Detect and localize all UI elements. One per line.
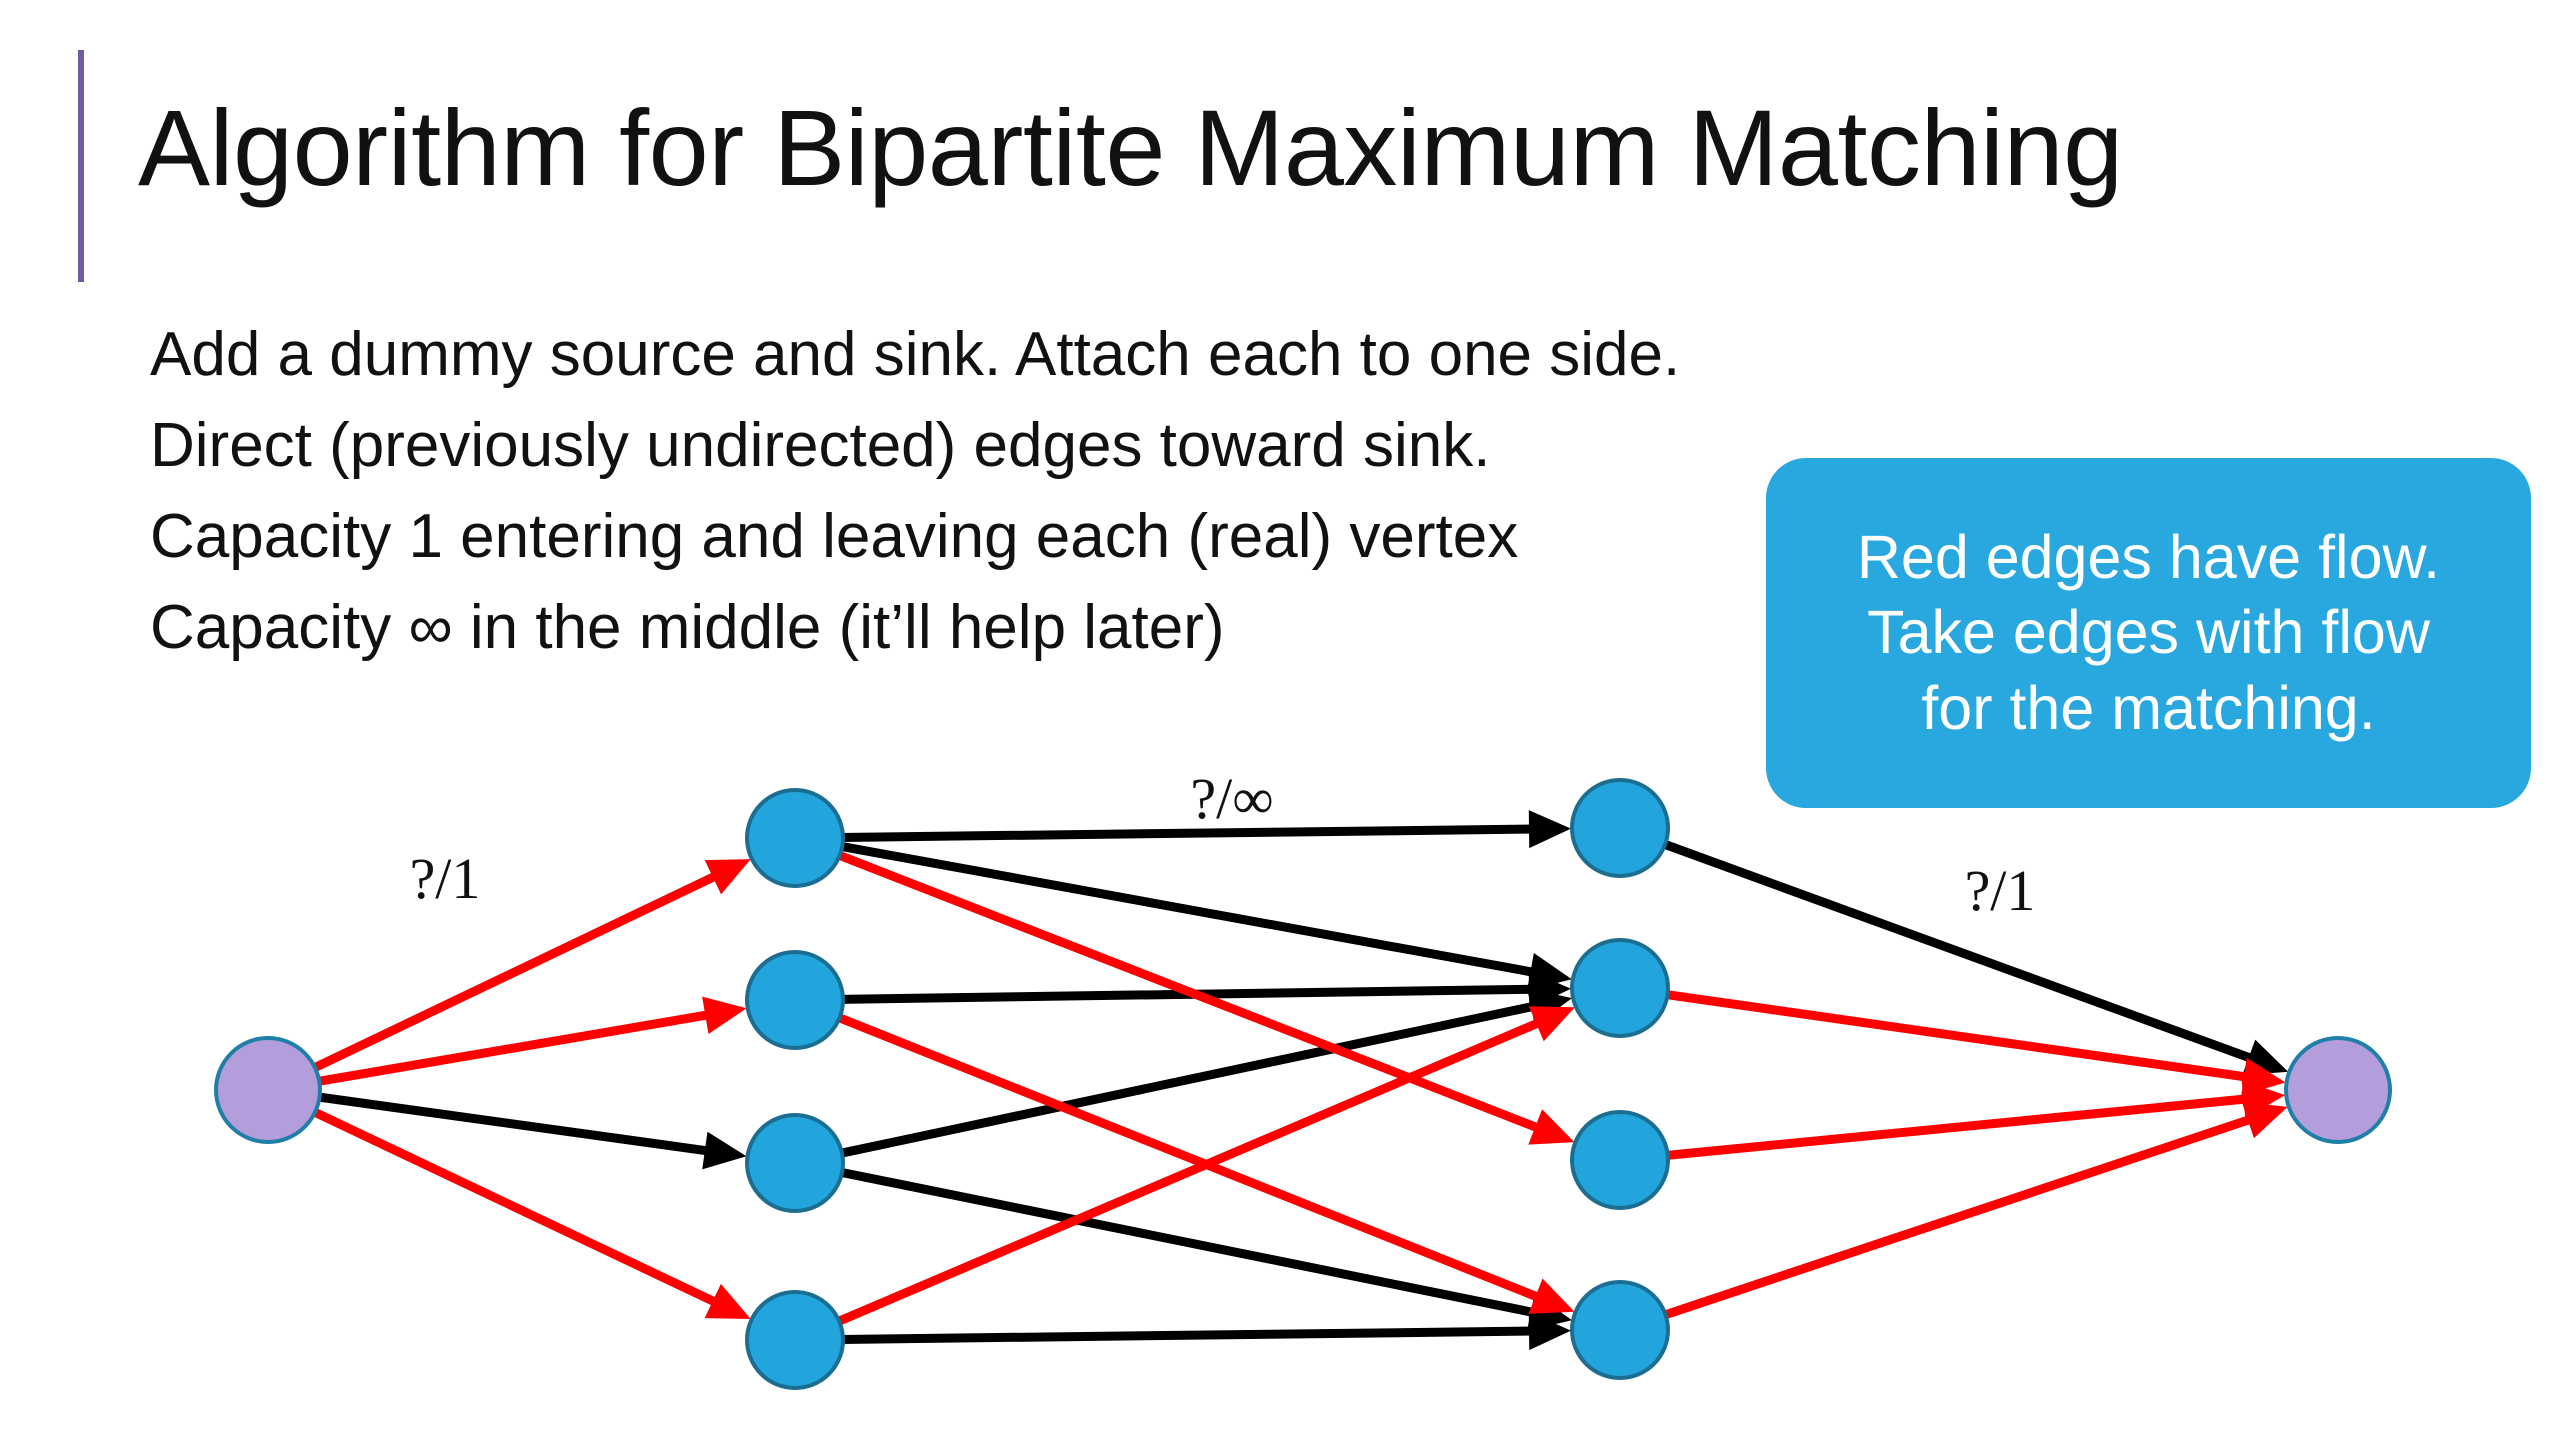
edge-arrowhead (2241, 1102, 2288, 1139)
edge-shaft (835, 1017, 1544, 1327)
graph-node-R2[interactable] (1570, 938, 1670, 1038)
edge-R1-to-t (1661, 839, 2289, 1076)
body-line-4: Capacity ∞ in the middle (it’ll help lat… (150, 593, 1225, 663)
edge-R2-to-t (1664, 990, 2286, 1096)
edge-arrowhead (1528, 1312, 1572, 1351)
graph-node-t[interactable] (2284, 1036, 2392, 1144)
body-line-3: Capacity 1 entering and leaving each (re… (150, 502, 1519, 572)
edge-L1-to-R1 (840, 810, 1572, 849)
edges-layer (311, 810, 2289, 1351)
body-text-block: Add a dummy source and sink. Attach each… (150, 318, 2050, 683)
label-sink-capacity: ?/1 (1965, 858, 2036, 923)
edge-L1-to-R2 (839, 841, 1572, 991)
edge-shaft (839, 1001, 1538, 1158)
callout-box: Red edges have flow. Take edges with flo… (1766, 458, 2531, 808)
edge-shaft (316, 1009, 712, 1087)
edge-shaft (839, 841, 1538, 978)
graph-node-L2[interactable] (745, 950, 845, 1050)
edge-shaft (311, 1107, 721, 1308)
edge-arrowhead (1527, 953, 1572, 991)
edge-arrowhead (2241, 1057, 2286, 1096)
title-block: Algorithm for Bipartite Maximum Matching (78, 40, 2378, 285)
edge-arrowhead (704, 1283, 751, 1319)
edge-shaft (311, 870, 721, 1073)
edge-shaft (1665, 1094, 2250, 1161)
edge-arrowhead (1527, 988, 1573, 1026)
edge-arrowhead (1528, 1278, 1575, 1314)
edge-s-to-L4 (311, 1107, 751, 1319)
callout-line-2: Take edges with flow (1867, 598, 2430, 667)
graph-node-L1[interactable] (745, 788, 845, 888)
edge-R3-to-t (1665, 1080, 2286, 1161)
edge-s-to-L2 (316, 996, 747, 1087)
edge-arrowhead (1527, 1293, 1572, 1331)
graph-node-R4[interactable] (1570, 1280, 1670, 1380)
label-middle-capacity: ?/∞ (1190, 766, 1273, 831)
edge-arrowhead (1528, 1109, 1575, 1145)
graph-node-R3[interactable] (1570, 1110, 1670, 1210)
body-line-1: Add a dummy source and sink. Attach each… (150, 320, 1681, 389)
page-title: Algorithm for Bipartite Maximum Matching (138, 87, 2123, 208)
edge-shaft (1662, 1113, 2256, 1320)
graph-node-R1[interactable] (1570, 778, 1670, 878)
edge-R4-to-t (1662, 1102, 2288, 1320)
edge-shaft (1661, 839, 2256, 1064)
edge-s-to-L1 (311, 859, 751, 1073)
edge-shaft (836, 1012, 1543, 1303)
edge-L3-to-R4 (839, 1167, 1572, 1331)
edge-shaft (840, 824, 1536, 842)
callout-line-3: for the matching. (1921, 673, 2376, 742)
edge-L3-to-R2 (839, 988, 1573, 1158)
edge-shaft (1664, 990, 2251, 1082)
graph-node-L3[interactable] (745, 1113, 845, 1213)
edge-L2-to-R2 (840, 970, 1572, 1009)
edge-arrowhead (2242, 1039, 2289, 1076)
label-source-capacity: ?/1 (410, 846, 481, 911)
edge-arrowhead (702, 996, 747, 1035)
edge-L4-to-R2 (835, 1006, 1575, 1327)
edge-arrowhead (1528, 1006, 1575, 1042)
edge-shaft (839, 1167, 1538, 1318)
edge-shaft (836, 850, 1543, 1134)
edge-L4-to-R4 (840, 1312, 1572, 1351)
graph-node-s[interactable] (214, 1036, 322, 1144)
edge-arrowhead (1528, 810, 1572, 849)
body-line-2: Direct (previously undirected) edges tow… (150, 411, 1491, 481)
edge-shaft (840, 984, 1536, 1004)
edge-arrowhead (1528, 970, 1572, 1009)
edge-arrowhead (702, 1131, 747, 1170)
edge-L1-to-R3 (836, 850, 1575, 1145)
edge-shaft (840, 1326, 1536, 1344)
edge-shaft (316, 1092, 712, 1156)
edge-s-to-L3 (316, 1092, 747, 1170)
title-accent-bar (78, 50, 84, 282)
nodes-layer (214, 778, 2392, 1390)
edge-arrowhead (2241, 1080, 2286, 1119)
graph-node-L4[interactable] (745, 1290, 845, 1390)
callout-line-1: Red edges have flow. (1856, 522, 2441, 591)
edge-L2-to-R4 (836, 1012, 1575, 1314)
edge-arrowhead (704, 859, 751, 895)
